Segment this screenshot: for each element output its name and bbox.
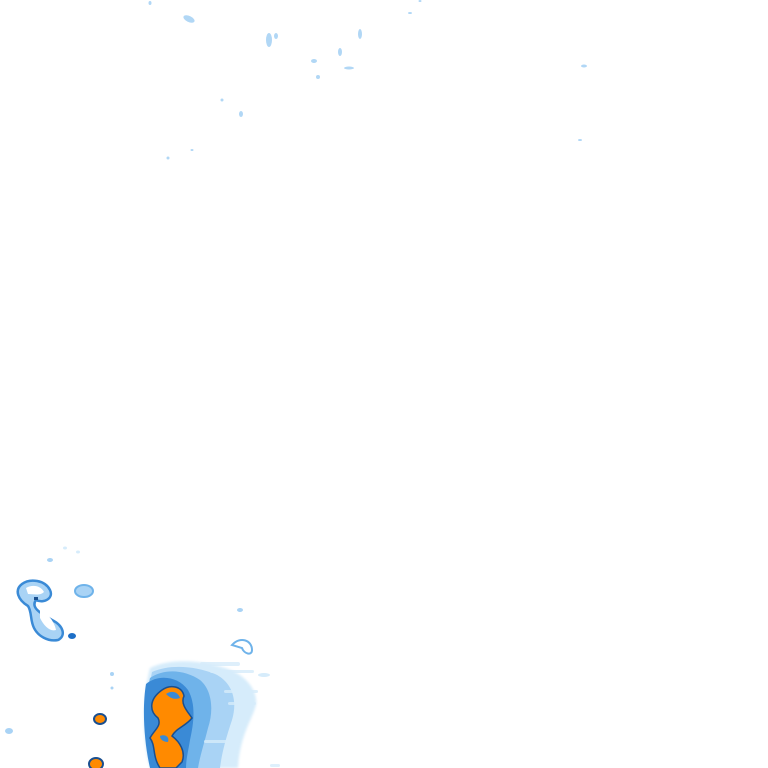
precip-cluster-west	[5, 546, 270, 734]
precip-storm-band	[143, 661, 257, 768]
precip-cell-isolated	[88, 713, 107, 768]
precip-haze-band	[200, 662, 280, 767]
precip-speckles-north	[148, 0, 587, 160]
